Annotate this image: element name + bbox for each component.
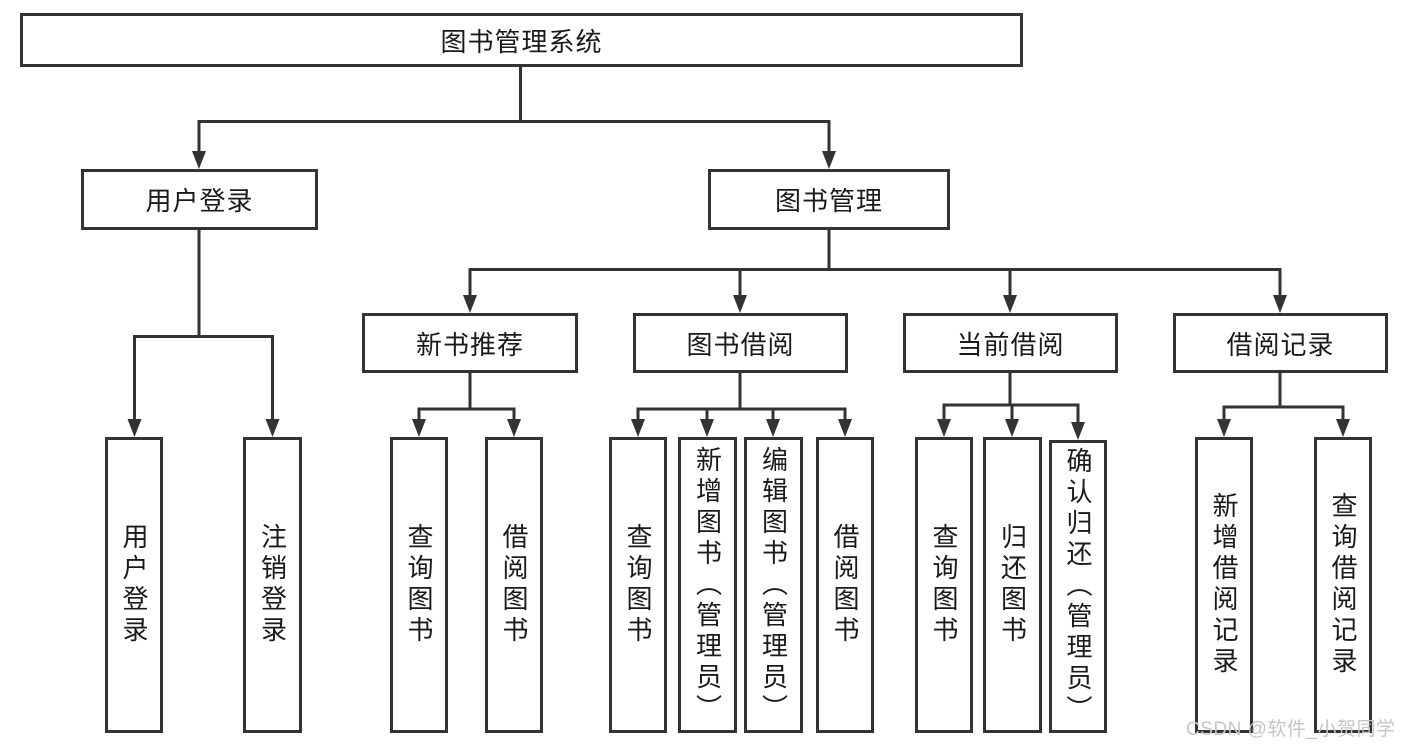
leaf-borrow-books-borrowing: 借阅图书 [816, 437, 874, 733]
node-book-management-system: 图书管理系统 [20, 13, 1023, 67]
leaf-label: 查询图书 [623, 523, 653, 647]
leaf-borrow-books-recommend: 借阅图书 [485, 437, 543, 733]
leaf-query-books-recommend: 查询图书 [390, 437, 448, 733]
leaf-add-books-admin: 新增图书（管理员） [678, 437, 737, 733]
leaf-label: 新增借阅记录 [1209, 492, 1239, 678]
leaf-user-login: 用户登录 [105, 437, 163, 733]
arrow-down-icon [412, 419, 426, 437]
leaf-query-books-current: 查询图书 [915, 437, 973, 733]
leaf-label: 归还图书 [997, 523, 1028, 647]
arrow-down-icon [822, 151, 836, 169]
arrow-down-icon [1273, 295, 1287, 313]
leaf-label: 用户登录 [119, 523, 149, 647]
leaf-confirm-return-admin: 确认归还（管理员） [1049, 440, 1107, 733]
watermark: CSDN @软件_小贺同学 [1186, 719, 1396, 740]
arrow-down-icon [766, 419, 780, 437]
arrow-down-icon [507, 419, 521, 437]
leaf-label: 查询借阅记录 [1328, 492, 1358, 678]
leaf-logout: 注销登录 [243, 437, 302, 733]
leaf-return-books: 归还图书 [983, 437, 1042, 733]
arrow-down-icon [192, 151, 206, 169]
arrow-down-icon [838, 419, 852, 437]
leaf-add-borrow-record: 新增借阅记录 [1195, 437, 1253, 733]
arrow-down-icon [700, 419, 714, 437]
leaf-label: 注销登录 [257, 523, 288, 647]
node-user-login: 用户登录 [81, 169, 318, 230]
arrow-down-icon [1217, 419, 1231, 437]
leaf-query-books-borrowing: 查询图书 [609, 437, 667, 733]
arrow-down-icon [1005, 419, 1019, 437]
node-book-borrowing: 图书借阅 [633, 313, 848, 373]
leaf-edit-books-admin: 编辑图书（管理员） [744, 437, 803, 733]
leaf-label: 确认归还（管理员） [1063, 447, 1093, 726]
leaf-label: 查询图书 [929, 523, 959, 647]
leaf-label: 借阅图书 [499, 523, 529, 647]
leaf-label: 查询图书 [404, 523, 434, 647]
arrow-down-icon [265, 419, 280, 437]
node-borrowing-records: 借阅记录 [1173, 313, 1388, 373]
arrow-down-icon [127, 419, 142, 437]
arrow-down-icon [463, 295, 477, 313]
node-current-borrowing: 当前借阅 [903, 313, 1118, 373]
node-new-book-recommend: 新书推荐 [362, 313, 578, 373]
leaf-label: 新增图书（管理员） [692, 445, 723, 725]
node-book-management: 图书管理 [708, 169, 950, 230]
leaf-query-borrow-record: 查询借阅记录 [1314, 437, 1372, 733]
arrow-down-icon [1071, 422, 1085, 440]
arrow-down-icon [1003, 295, 1017, 313]
arrow-down-icon [937, 419, 951, 437]
leaf-label: 借阅图书 [830, 523, 860, 647]
leaf-label: 编辑图书（管理员） [758, 445, 789, 725]
arrow-down-icon [733, 295, 747, 313]
arrow-down-icon [631, 419, 645, 437]
arrow-down-icon [1336, 419, 1350, 437]
